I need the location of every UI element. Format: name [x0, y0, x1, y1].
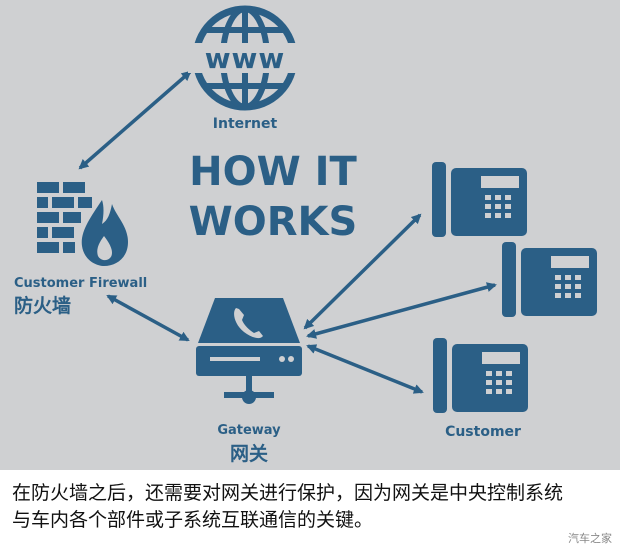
watermark: 汽车之家: [568, 532, 612, 545]
globe-icon: www: [188, 5, 302, 111]
arrow-firewall-gateway: [106, 294, 190, 342]
caption-panel: 在防火墙之后，还需要对网关进行保护，因为网关是中央控制系统与车内各个部件或子系统…: [0, 470, 620, 550]
phone-icon: [432, 162, 527, 237]
arrow-gateway-phone-2: [306, 282, 497, 339]
gateway-icon: [196, 298, 302, 404]
title-line-1: HOW IT: [189, 149, 357, 195]
gateway-label-cn: 网关: [230, 442, 268, 465]
internet-label: Internet: [213, 116, 278, 132]
phone-icon: [433, 338, 528, 413]
customer-label: Customer: [445, 424, 521, 440]
firewall-label: Customer Firewall: [14, 276, 147, 291]
title-line-2: WORKS: [189, 199, 358, 245]
globe-www-text: www: [205, 42, 286, 75]
connection-arrows: [78, 70, 497, 394]
phone-icon: [502, 242, 597, 317]
arrow-gateway-phone-3: [306, 344, 424, 394]
caption-text: 在防火墙之后，还需要对网关进行保护，因为网关是中央控制系统与车内各个部件或子系统…: [12, 482, 564, 531]
arrow-internet-firewall: [78, 70, 192, 170]
firewall-icon: [37, 182, 128, 266]
how-it-works-diagram: www Internet HOW IT WORKS Customer Firew…: [14, 5, 597, 465]
gateway-label: Gateway: [217, 423, 281, 438]
firewall-label-cn: 防火墙: [14, 294, 71, 317]
